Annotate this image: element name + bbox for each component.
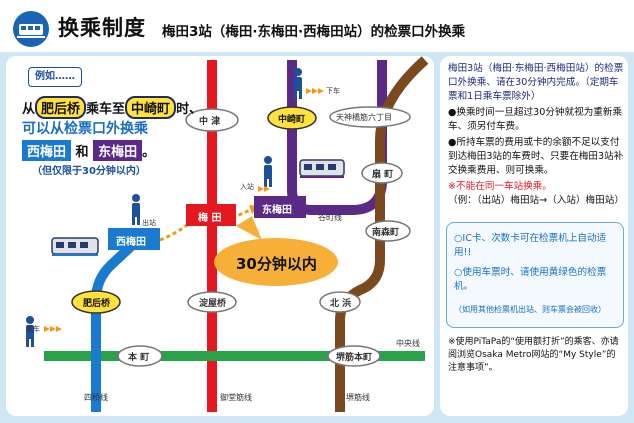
label-minamimorimachi: 南森町 (372, 228, 400, 238)
info-warning-example: （例：（出站）梅田站→（入站）梅田站） (448, 195, 624, 206)
info-bullet-1: ●换乘时间一旦超过30分钟就视为重新乘车、须另付车费。 (448, 107, 623, 132)
info-intro: 梅田3站（梅田·东梅田·西梅田站）的检票口外换乘、请在30分钟内完成。（定期车票… (448, 63, 624, 102)
label-chuo-line: 中央线 (396, 339, 420, 348)
to-station-pill: 中崎町 (125, 96, 177, 119)
time-suffix: 时、 (176, 102, 203, 117)
label-tanimachi-line: 谷町线 (318, 213, 342, 222)
person-icon-enter (264, 156, 272, 187)
station-sakaisuji-honmachi (327, 345, 381, 367)
person-icon-exit (132, 194, 140, 225)
label-tenjinbashi: 天神橋筋六丁目 (336, 113, 392, 122)
label-sakaisuji-honmachi: 堺筋本町 (336, 353, 373, 363)
person-icon-board (26, 316, 34, 347)
label-yodoyabashi: 淀屋桥 (199, 299, 227, 309)
station-ogimachi (361, 162, 403, 184)
enter-arrows-icon (258, 186, 270, 192)
station-nakazakicho (267, 106, 317, 130)
label-higobashi: 肥后桥 (83, 299, 111, 309)
station-box-umeda (186, 204, 236, 226)
label-nishiumeda: 西梅田 (116, 237, 146, 248)
label-midosuji-line: 御堂筋线 (220, 393, 252, 402)
ic-item-1: ○IC卡、次数卡可在检票机上自动适用!! (454, 233, 607, 258)
east-umeda-box: 东梅田 (93, 140, 143, 161)
page-title: 换乘制度 (58, 16, 146, 40)
station-kitahama (319, 291, 361, 313)
label-higashiumeda: 东梅田 (262, 205, 292, 216)
label-nakatsu: 中 津 (199, 117, 221, 127)
can-transfer-text: 可以从检票口外换乘 (22, 121, 148, 137)
person-icon-alight (294, 68, 302, 99)
route-sentence-1: 从肥后桥乘车至中崎町时、 (22, 96, 202, 119)
ic-item-2: ○使用车票时、请使用黄绿色的检票机。 (454, 267, 607, 292)
pitapa-note: ※使用PiTaPa的“使用额打折”的乘客、亦请阅浏览Osaka Metro网站的… (448, 337, 619, 373)
board-arrows-icon (44, 326, 62, 332)
info-warning: ※不能在同一车站换乘。 (448, 181, 552, 192)
yotsubashi-line (91, 234, 144, 412)
train-icon-west (51, 237, 99, 256)
ride-text: 乘车至 (86, 102, 126, 117)
label-kitahama: 北 浜 (330, 299, 352, 309)
page-subtitle: 梅田3站（梅田·东梅田·西梅田站）的检票口外换乘 (162, 24, 466, 40)
station-tenjinbashi (329, 106, 411, 128)
station-box-nishiumeda (108, 228, 160, 250)
label-umeda: 梅 田 (198, 213, 222, 224)
station-yodoyabashi (187, 291, 237, 313)
ic-note: （如用其他检票机出站、则车票会被回收） (454, 305, 606, 314)
label-ogimachi: 扇 町 (372, 170, 394, 180)
from-station-pill: 肥后桥 (35, 96, 87, 119)
period-text: 。 (142, 145, 156, 160)
label-exit: 出站 (142, 219, 156, 227)
alight-arrows-icon (306, 88, 324, 94)
ic-card-box (446, 222, 624, 328)
label-alight: 下车 (326, 87, 340, 95)
route-sentence-3: 西梅田 和 东梅田。 (22, 140, 155, 161)
train-icon-east (299, 159, 345, 178)
label-yotsubashi-line: 四桥线 (84, 393, 108, 402)
train-logo-icon (13, 11, 49, 47)
station-box-higashiumeda (254, 196, 306, 218)
and-text: 和 (75, 145, 89, 160)
header-bar (0, 0, 634, 52)
station-minamimorimachi (365, 220, 411, 242)
time-limit-bubble (214, 216, 338, 286)
label-board: 乘车 (26, 325, 40, 333)
example-badge: 例如…… (28, 67, 82, 87)
label-honmachi: 本 町 (128, 353, 150, 363)
label-enter: 入站 (240, 183, 254, 191)
station-higobashi (71, 290, 121, 314)
info-bullet-2: ●所持车票的费用或卡的余额不足以支付到达梅田3站的车费时、只要在梅田3站补交换乘… (448, 137, 624, 176)
time-note: （但仅限于30分钟以内） (32, 166, 146, 177)
station-honmachi (117, 345, 163, 367)
tanimachi-line (287, 60, 387, 215)
label-sakaisuji-line: 堺筋线 (346, 393, 370, 402)
time-limit-label: 30分钟以内 (236, 255, 317, 273)
west-umeda-box: 西梅田 (22, 140, 72, 161)
station-nakatsu (185, 108, 239, 132)
label-nakazakicho: 中崎町 (278, 115, 306, 125)
